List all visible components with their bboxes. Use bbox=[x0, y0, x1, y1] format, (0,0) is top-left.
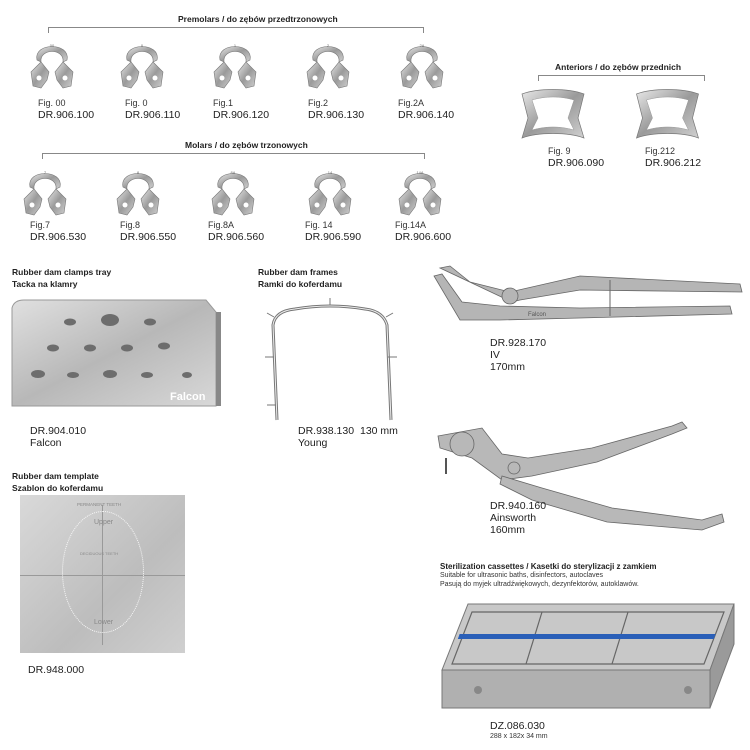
clamp-code: DR.906.550 bbox=[120, 231, 177, 243]
dam-frame-image bbox=[265, 298, 397, 421]
clamp-fig-label: Fig. 00 bbox=[38, 98, 66, 108]
clamp-code: DR.906.530 bbox=[30, 231, 87, 243]
clamp-image: 7 bbox=[20, 170, 70, 220]
clamp-mark: 7 bbox=[44, 170, 47, 175]
clamp-code: DR.906.090 bbox=[548, 157, 605, 169]
clamp-image: 2 bbox=[303, 43, 353, 93]
clamp-code: DR.906.600 bbox=[395, 231, 452, 243]
frames-size: 130 mm bbox=[360, 425, 398, 437]
clamp-forceps-image: Falcon bbox=[433, 265, 743, 321]
clamp-fig-label: Fig.2A bbox=[398, 98, 425, 108]
clamp-image: 8A bbox=[208, 170, 258, 220]
clamp-code: DR.906.590 bbox=[305, 231, 362, 243]
clamp-image: 1 bbox=[210, 43, 260, 93]
cassette-desc-pl: Pasują do myjek ultradźwiękowych, dezynf… bbox=[440, 581, 639, 588]
clamps-tray-image: Falcon bbox=[11, 299, 221, 407]
cassette-desc-en: Suitable for ultrasonic baths, disinfect… bbox=[440, 572, 604, 579]
cassette-code: DZ.086.030 bbox=[490, 720, 545, 732]
clamp-mark: 1 bbox=[234, 43, 237, 48]
clamp-mark: 14A bbox=[416, 170, 423, 175]
clamp-fig-label: Fig. 0 bbox=[125, 98, 148, 108]
clamp-fig-label: Fig.8A bbox=[208, 220, 235, 230]
clamp-fig-label: Fig.8 bbox=[120, 220, 141, 230]
anteriors-bracket bbox=[538, 75, 705, 81]
clamp-image: 00 bbox=[27, 43, 77, 93]
molars-heading: Molars / do zębów trzonowych bbox=[185, 140, 308, 150]
clamp-fig-label: Fig.2 bbox=[308, 98, 329, 108]
clamp-code: DR.906.140 bbox=[398, 109, 455, 121]
clamp-code: DR.906.100 bbox=[38, 109, 95, 121]
clamp-fig-label: Fig. 14 bbox=[305, 220, 333, 230]
clamp-code: DR.906.560 bbox=[208, 231, 265, 243]
falcon-logo: Falcon bbox=[170, 391, 206, 403]
dam-template-image: PERMANENT TEETH Upper DECIDUOUS TEETH Lo… bbox=[20, 495, 185, 653]
clamp-fig-9-image bbox=[518, 88, 588, 143]
clamp-mark: 2 bbox=[327, 43, 330, 48]
clamp-fig-label: Fig.1 bbox=[213, 98, 234, 108]
clamp-mark: 8A bbox=[231, 170, 236, 175]
clamp-fig-label: Fig. 9 bbox=[548, 146, 571, 156]
clamp-mark: 14 bbox=[328, 170, 333, 175]
clamp-image: 8 bbox=[113, 170, 163, 220]
template-code: DR.948.000 bbox=[28, 664, 85, 676]
clamp-mark: 00 bbox=[50, 43, 55, 48]
clamp-fig-label: Fig.14A bbox=[395, 220, 427, 230]
clamp-code: DR.906.120 bbox=[213, 109, 270, 121]
cassette-heading: Sterilization cassettes / Kasetki do ste… bbox=[440, 562, 657, 571]
clamp-image: 0 bbox=[117, 43, 167, 93]
molars-bracket bbox=[42, 153, 425, 159]
clamp-fig-label: Fig.212 bbox=[645, 146, 676, 156]
clamp-code: DR.906.110 bbox=[125, 109, 181, 121]
clamp-image: 14A bbox=[395, 170, 445, 220]
clamp-image: 14 bbox=[305, 170, 355, 220]
sterilization-cassette-image bbox=[441, 603, 735, 709]
clamp-image: 2A bbox=[397, 43, 447, 93]
dam-punch-image bbox=[437, 421, 725, 531]
clamp-mark: 2A bbox=[420, 43, 425, 48]
clamp-mark: 8 bbox=[137, 170, 140, 175]
falcon-logo: Falcon bbox=[528, 312, 546, 318]
anteriors-heading: Anteriors / do zębów przednich bbox=[555, 62, 682, 72]
premolars-heading: Premolars / do zębów przedtrzonowych bbox=[178, 14, 338, 24]
clamp-fig-label: Fig.7 bbox=[30, 220, 51, 230]
premolars-bracket bbox=[48, 27, 424, 33]
clamp-code: DR.906.212 bbox=[645, 157, 702, 169]
cassette-size: 288 x 182x 34 mm bbox=[490, 733, 548, 740]
clamp-mark: 0 bbox=[141, 43, 144, 48]
clamp-code: DR.906.130 bbox=[308, 109, 365, 121]
clamp-fig-212-image bbox=[630, 88, 705, 143]
